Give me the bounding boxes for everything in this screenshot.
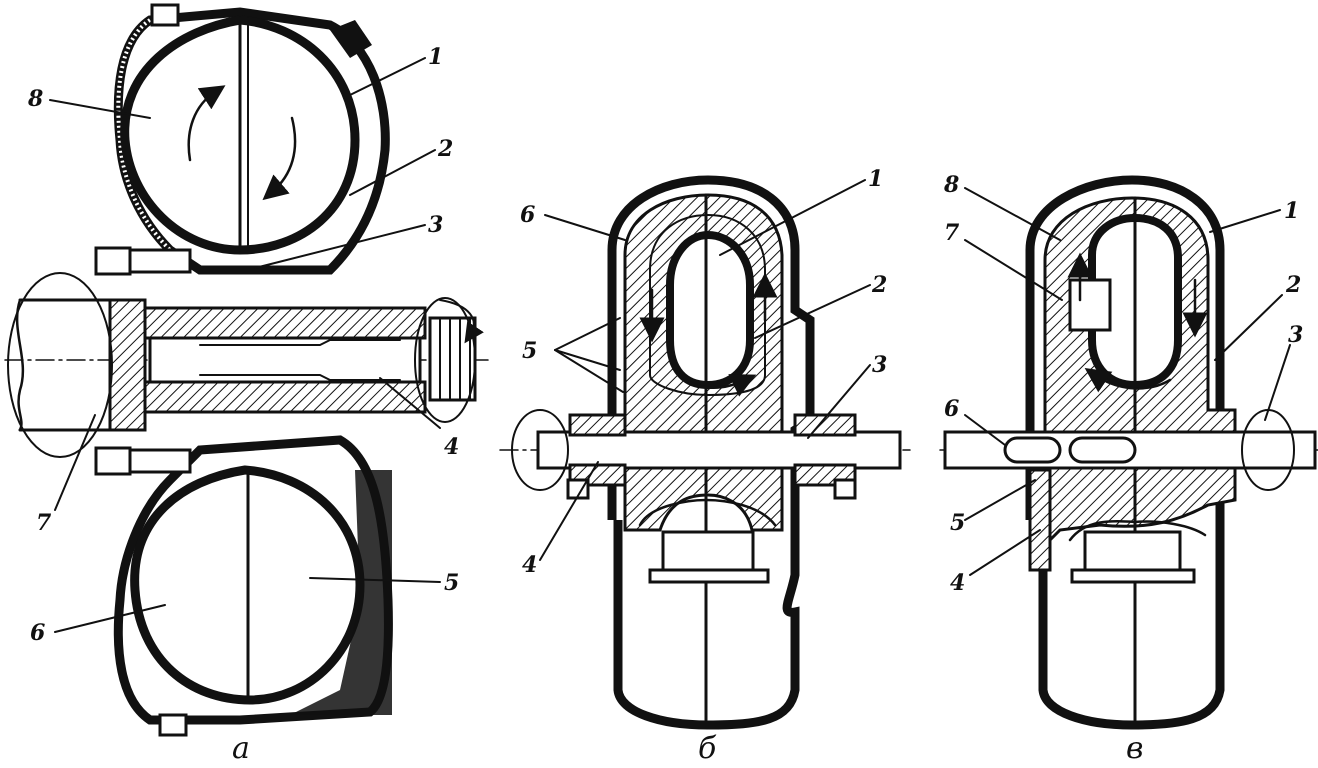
label-a-4: 4 — [444, 434, 459, 460]
label-a-1: 1 — [428, 44, 443, 70]
caption-panel-a: а — [232, 731, 250, 766]
label-v-2: 2 — [1285, 272, 1301, 298]
caption-panel-b: б — [698, 731, 717, 766]
label-v-5: 5 — [950, 510, 965, 536]
label-v-3: 3 — [1288, 322, 1303, 348]
label-a-3: 3 — [428, 212, 443, 238]
label-b-3: 3 — [872, 352, 887, 378]
label-v-6: 6 — [944, 396, 959, 422]
label-a-6: 6 — [30, 620, 45, 646]
label-a-7: 7 — [36, 510, 52, 536]
label-b-5: 5 — [522, 338, 537, 364]
panel-a-drawing — [4, 3, 491, 737]
label-a-8: 8 — [27, 86, 43, 112]
panel-v-leaders — [964, 187, 1291, 576]
label-v-4: 4 — [950, 570, 965, 596]
panel-v-drawing — [939, 175, 1318, 730]
label-v-1: 1 — [1284, 198, 1299, 224]
label-v-7: 7 — [944, 220, 960, 246]
label-a-2: 2 — [437, 136, 453, 162]
label-b-1: 1 — [868, 166, 883, 192]
label-a-5: 5 — [444, 570, 459, 596]
caption-panel-v: в — [1126, 731, 1143, 766]
panel-b-drawing — [499, 175, 911, 730]
label-b-6: 6 — [520, 202, 535, 228]
panel-b-leaders — [539, 179, 871, 561]
label-b-2: 2 — [871, 272, 887, 298]
label-v-8: 8 — [943, 172, 959, 198]
label-b-4: 4 — [522, 552, 537, 578]
panel-a-leaders — [49, 57, 441, 633]
